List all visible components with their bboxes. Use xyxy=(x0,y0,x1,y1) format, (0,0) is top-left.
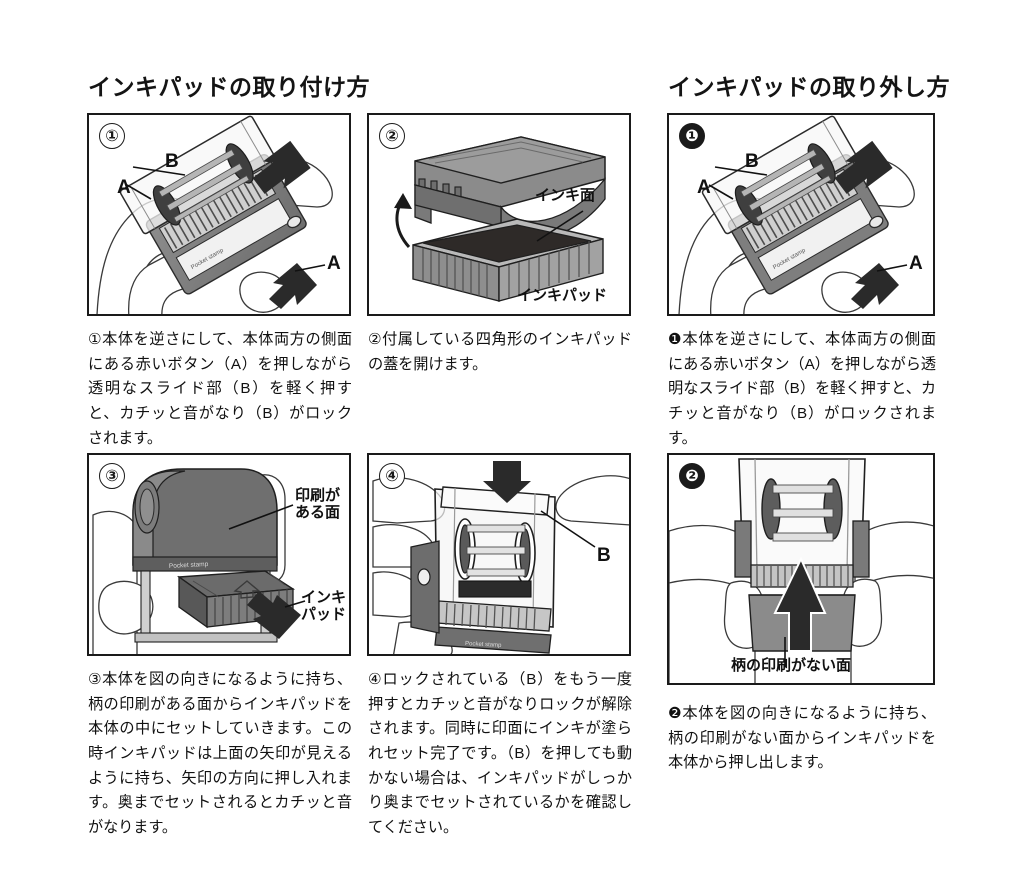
caption-remove-step-2: ❷本体を図の向きになるように持ち、柄の印刷がない面からインキパッドを本体から押し… xyxy=(668,705,936,772)
caption-step-1: ①本体を逆さにして、本体両方の側面にある赤いボタン（A）を押しながら透明なスライ… xyxy=(88,331,352,447)
ink-pad-case-open-illustration xyxy=(394,136,606,302)
stamp-upside-down-illustration: Pocket stamp xyxy=(96,115,333,314)
illustration-panel-1: Pocket stamp xyxy=(87,113,351,316)
panel-badge-3: ③ xyxy=(99,463,125,489)
illustration-panel-remove-1: Pocket stamp ❶ B A A xyxy=(667,113,935,316)
caption-step-3: ③本体を図の向きになるように持ち、柄の印刷がある面からインキパッドを本体の中にセ… xyxy=(88,671,352,836)
callout-label-a-right-remove: A xyxy=(909,253,923,274)
callout-label-a-left-remove: A xyxy=(697,177,711,198)
arrow-press-bottom-remove xyxy=(851,263,899,309)
callout-label-b-4: B xyxy=(597,545,611,566)
callout-ink-pad: インキパッド xyxy=(517,287,608,304)
illustration-panel-4: Pocket stamp ④ B xyxy=(367,453,631,656)
stamp-underside-view xyxy=(734,458,870,652)
callout-ink-pad-3: インキ パッド xyxy=(301,589,347,624)
illustration-panel-2: ② インキ面 インキパッド xyxy=(367,113,631,316)
arrow-press-bottom xyxy=(269,263,317,309)
arrow-push-up xyxy=(773,556,827,652)
caption-remove-step-1: ❶本体を逆さにして、本体両方の側面にある赤いボタン（A）を押しながら透明なスライ… xyxy=(668,331,936,447)
illustration-panel-remove-2: ❷ 柄の印刷がない面 xyxy=(667,453,935,685)
callout-label-b: B xyxy=(165,151,179,172)
insert-ink-pad-illustration: Pocket stamp xyxy=(92,468,306,654)
section-title-install: インキパッドの取り付け方 xyxy=(88,74,370,100)
svg-text:Pocket stamp: Pocket stamp xyxy=(169,561,209,570)
arrow-press-top xyxy=(252,140,311,194)
callout-printed-face: 印刷が ある面 xyxy=(295,487,341,522)
caption-step-4: ④ロックされている（B）をもう一度押すとカチッと音がなりロックが解除されます。同… xyxy=(368,671,632,836)
callout-unprinted-face: 柄の印刷がない面 xyxy=(731,657,852,674)
stamp-upside-down-illustration-remove: Pocket stamp xyxy=(678,115,915,314)
panel-badge-remove-1: ❶ xyxy=(679,123,705,149)
callout-label-a-left: A xyxy=(117,177,131,198)
section-title-remove: インキパッドの取り外し方 xyxy=(668,74,950,100)
callout-ink-surface: インキ面 xyxy=(535,187,596,204)
arrow-press-top-remove xyxy=(834,140,893,194)
callout-label-b-remove: B xyxy=(745,151,759,172)
illustration-panel-3: Pocket stamp xyxy=(87,453,351,656)
panel-badge-1: ① xyxy=(99,123,125,149)
arrow-push-in xyxy=(247,591,301,639)
ink-pad-base xyxy=(412,218,604,302)
callout-label-a-right: A xyxy=(327,253,341,274)
svg-text:Pocket stamp: Pocket stamp xyxy=(465,641,502,649)
caption-step-2: ②付属している四角形のインキパッドの蓋を開けます。 xyxy=(368,331,632,373)
push-out-ink-pad-illustration xyxy=(669,458,933,683)
press-slide-illustration: Pocket stamp xyxy=(372,461,629,654)
stamp-front-view: Pocket stamp xyxy=(410,486,556,654)
stamp-body-upright: Pocket stamp xyxy=(132,468,278,643)
panel-badge-remove-2: ❷ xyxy=(679,463,705,489)
panel-badge-2: ② xyxy=(379,123,405,149)
arrow-press-down xyxy=(483,461,531,503)
arrow-open-lid-head xyxy=(394,193,412,209)
panel-badge-4: ④ xyxy=(379,463,405,489)
